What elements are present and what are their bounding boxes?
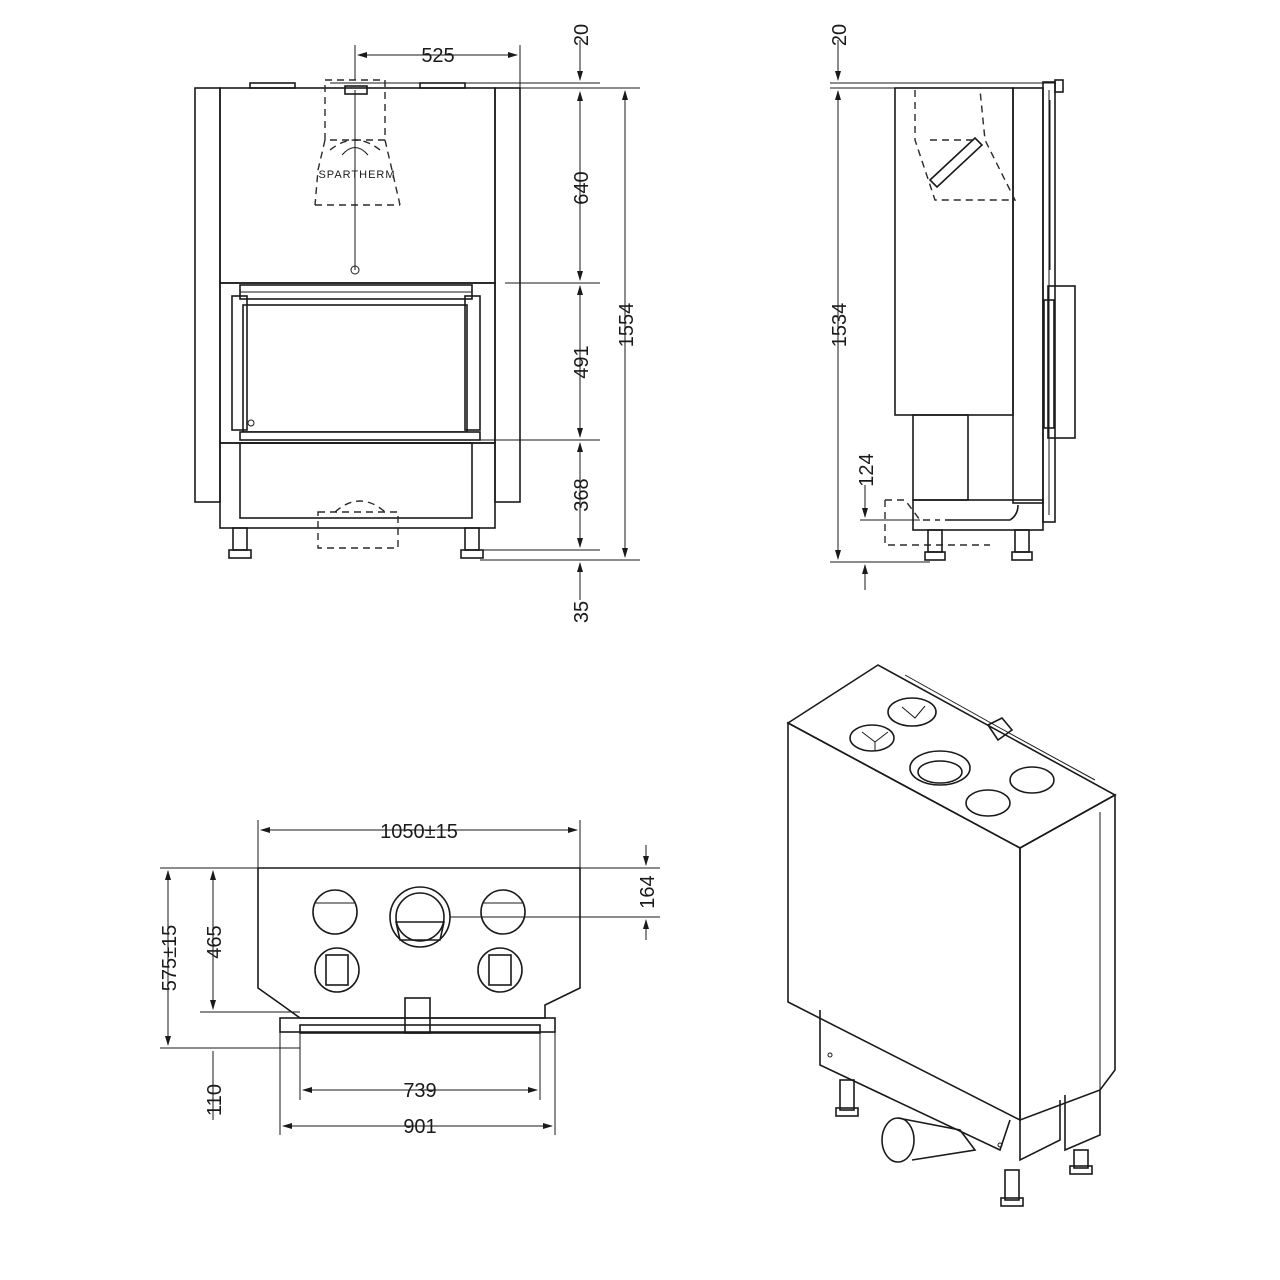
feet <box>228 527 484 559</box>
dim-525: 525 <box>421 45 454 67</box>
dim-20-side: 20 <box>829 24 851 46</box>
top-view: 1050±15 164 575±15 465 110 739 901 <box>159 820 660 1138</box>
brand-label: SPARTHERM <box>318 169 395 181</box>
dim-491: 491 <box>571 345 593 378</box>
dim-124: 124 <box>856 453 878 486</box>
dim-35: 35 <box>571 601 593 623</box>
side-body <box>894 87 1014 416</box>
glass-door <box>242 304 468 433</box>
dim-164: 164 <box>637 875 659 908</box>
dim-901: 901 <box>403 1116 436 1138</box>
top-outline <box>257 867 581 1019</box>
isometric-view <box>786 664 1117 1207</box>
left-side-panel <box>194 87 221 503</box>
dim-110: 110 <box>204 1084 226 1116</box>
upper-body <box>219 87 496 284</box>
dim-739: 739 <box>403 1080 436 1102</box>
door-frame <box>219 282 496 444</box>
dim-1534: 1534 <box>829 303 851 348</box>
ports <box>312 886 526 993</box>
dim-1050: 1050±15 <box>380 821 458 843</box>
front-view: SPARTHERM 525 <box>194 24 640 623</box>
dim-20-front: 20 <box>571 24 593 46</box>
dim-640: 640 <box>571 171 593 204</box>
dim-1554: 1554 <box>616 303 638 348</box>
dim-465: 465 <box>204 925 226 958</box>
dim-575: 575±15 <box>159 925 181 992</box>
lower-body <box>219 442 496 529</box>
side-view: 20 1534 124 <box>829 24 1076 590</box>
dim-368: 368 <box>571 478 593 511</box>
